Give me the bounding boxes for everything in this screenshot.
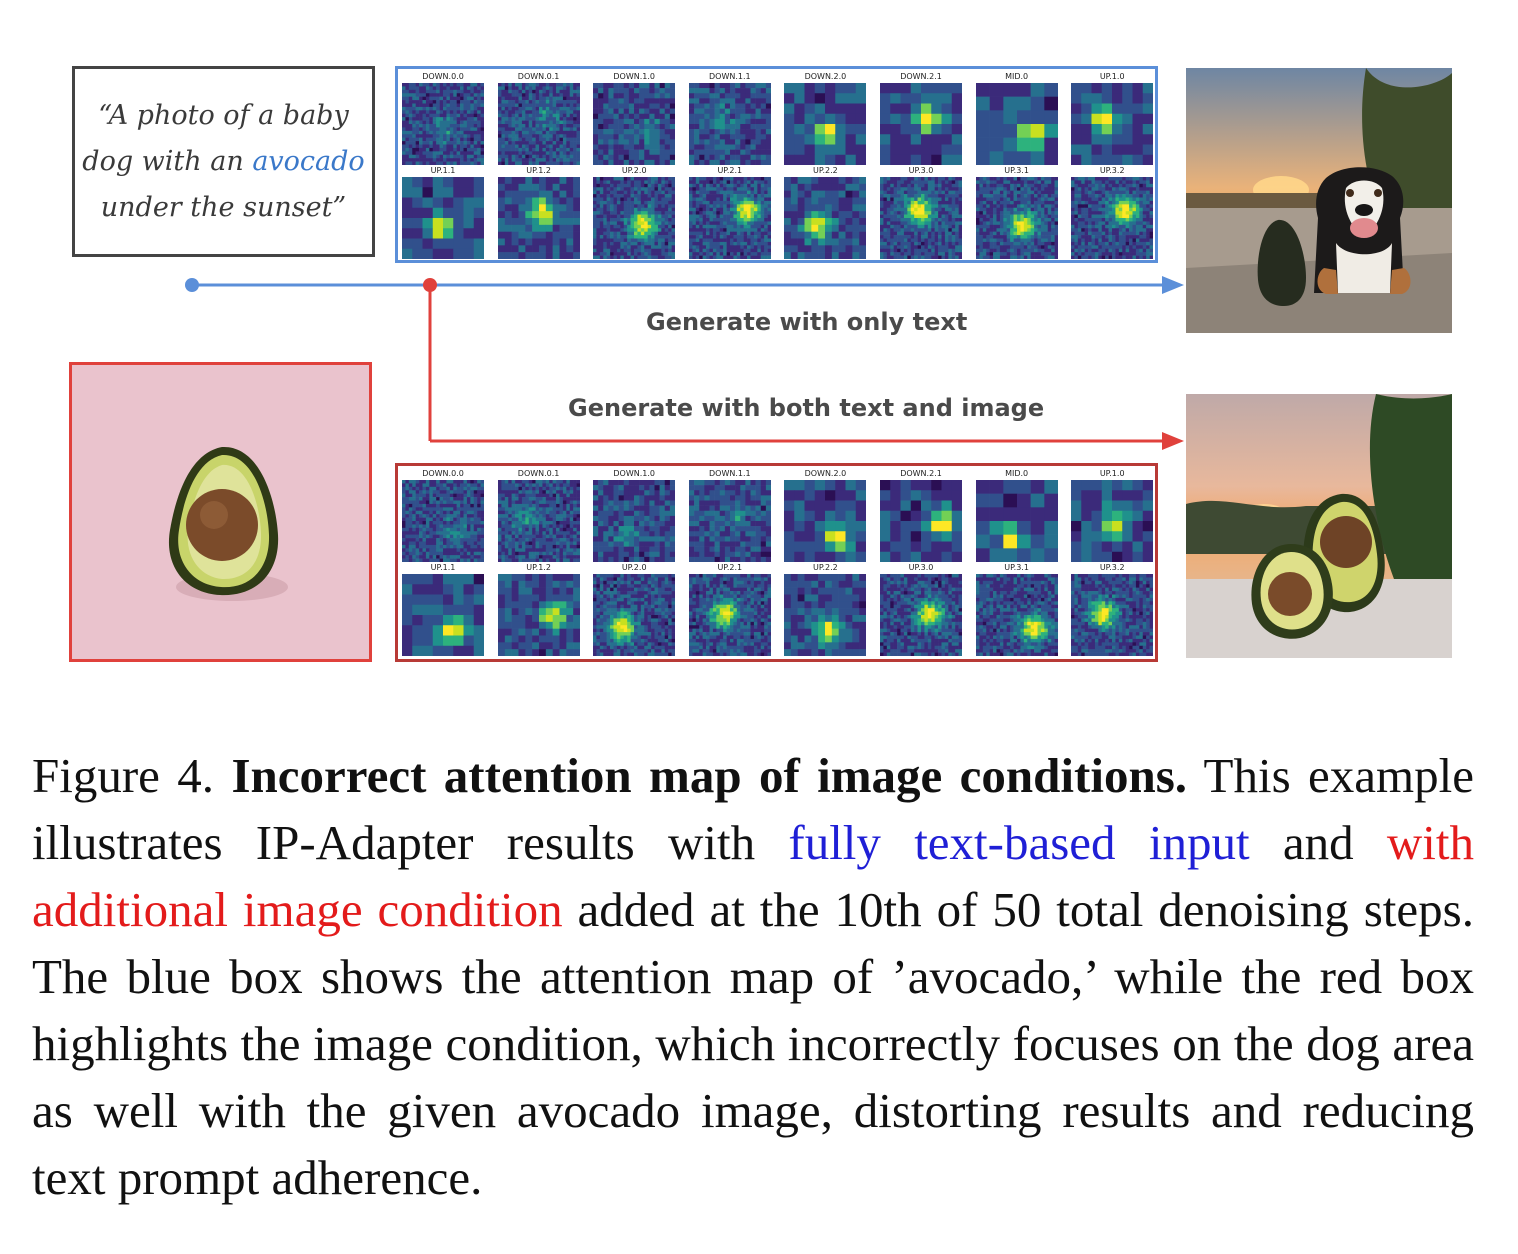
layer-label: UP.2.1 [717, 166, 743, 175]
output-image-text-and-image [1186, 394, 1452, 658]
layer-label: UP.2.0 [621, 563, 647, 572]
figure-caption: Figure 4. Incorrect attention map of ima… [32, 748, 1475, 1205]
attention-heatmap [593, 177, 676, 259]
attention-heatmap [402, 480, 484, 562]
text-prompt: “A photo of a baby dog with an avocado u… [82, 100, 365, 223]
attention-heatmap [497, 480, 580, 562]
image-branch-dot [423, 278, 437, 292]
layer-label: UP.1.2 [526, 166, 551, 175]
attention-heatmap [975, 83, 1058, 165]
layer-label: UP.3.1 [1004, 563, 1029, 572]
attention-heatmap [497, 574, 580, 656]
attention-heatmap [688, 480, 771, 562]
figure-4: “A photo of a baby dog with an avocado u… [69, 66, 1452, 662]
attention-heatmap [784, 480, 867, 562]
attention-heatmap [880, 83, 962, 165]
text-only-flow-label: Generate with only text [646, 308, 968, 336]
image-attention-map-panel: DOWN.0.0 DOWN.0.1 DOWN.1.0 DOWN.1.1 DOWN.2.0… [395, 463, 1158, 662]
layer-label: UP.1.1 [430, 166, 456, 175]
caption-title: Incorrect attention map of image conditi… [231, 748, 1188, 803]
attention-heatmap [497, 177, 580, 259]
layer-label: MID.0 [1005, 72, 1029, 81]
attention-heatmap [880, 177, 962, 259]
attention-heatmap [402, 83, 484, 165]
reference-avocado-image [69, 362, 372, 662]
layer-label: UP.3.0 [908, 166, 934, 175]
attention-heatmap [784, 574, 867, 656]
text-start-dot [185, 278, 199, 292]
layer-label: DOWN.2.0 [804, 72, 847, 81]
layer-label: DOWN.0.0 [422, 72, 464, 81]
attention-heatmap [784, 177, 867, 259]
layer-label: UP.3.0 [908, 563, 934, 572]
attention-heatmap [880, 480, 962, 562]
layer-label: UP.1.0 [1099, 72, 1125, 81]
attention-heatmap [688, 83, 771, 165]
layer-label: UP.3.1 [1004, 166, 1029, 175]
attention-heatmap [402, 574, 484, 656]
attention-heatmap [880, 574, 962, 656]
layer-label: UP.2.0 [621, 166, 647, 175]
layer-label: DOWN.1.0 [613, 469, 655, 478]
text-attention-map-panel: DOWN.0.0 DOWN.0.1 DOWN.1.0 DOWN.1.1 DOWN.2.0… [395, 66, 1158, 263]
layer-label: UP.1.0 [1099, 469, 1125, 478]
text-image-flow-label: Generate with both text and image [568, 394, 1045, 422]
attention-heatmap [688, 574, 771, 656]
attention-heatmap [1071, 83, 1154, 165]
layer-label: DOWN.1.1 [708, 469, 751, 478]
text-only-arrowhead [1162, 276, 1184, 294]
attention-heatmap [688, 177, 771, 259]
layer-label: UP.3.2 [1099, 166, 1125, 175]
layer-label: DOWN.1.1 [708, 72, 751, 81]
attention-heatmap [593, 574, 676, 656]
caption-red-text: with additional image condition [32, 815, 1474, 937]
layer-label: DOWN.0.1 [517, 72, 560, 81]
attention-heatmap [402, 177, 484, 259]
text-prompt-box: “A photo of a baby dog with an avocado u… [72, 66, 375, 257]
layer-label: UP.2.1 [717, 563, 743, 572]
layer-label: UP.2.2 [813, 563, 838, 572]
layer-label: UP.3.2 [1099, 563, 1125, 572]
layer-label: DOWN.2.0 [804, 469, 847, 478]
attention-heatmap [975, 480, 1058, 562]
image-branch-arrowhead [1162, 432, 1184, 450]
flow-arrows [185, 276, 1184, 450]
attention-heatmap [975, 574, 1058, 656]
attention-heatmap [1071, 480, 1154, 562]
prompt-highlight-word: avocado [252, 146, 365, 177]
attention-heatmap [593, 480, 676, 562]
attention-heatmap [1071, 177, 1154, 259]
layer-label: UP.1.1 [430, 563, 456, 572]
layer-label: UP.1.2 [526, 563, 551, 572]
attention-heatmap [497, 83, 580, 165]
attention-heatmap [784, 83, 867, 165]
layer-label: MID.0 [1005, 469, 1029, 478]
layer-label: DOWN.1.0 [613, 72, 655, 81]
layer-label: DOWN.2.1 [900, 469, 942, 478]
figure-label: Figure 4. [32, 748, 215, 803]
attention-heatmap [593, 83, 676, 165]
output-image-text-only [1186, 68, 1452, 333]
caption-blue-text: fully text-based input [788, 815, 1250, 870]
layer-label: DOWN.2.1 [900, 72, 942, 81]
layer-label: UP.2.2 [813, 166, 838, 175]
attention-heatmap [1071, 574, 1154, 656]
layer-label: DOWN.0.0 [422, 469, 464, 478]
attention-heatmap [975, 177, 1058, 259]
layer-label: DOWN.0.1 [517, 469, 560, 478]
